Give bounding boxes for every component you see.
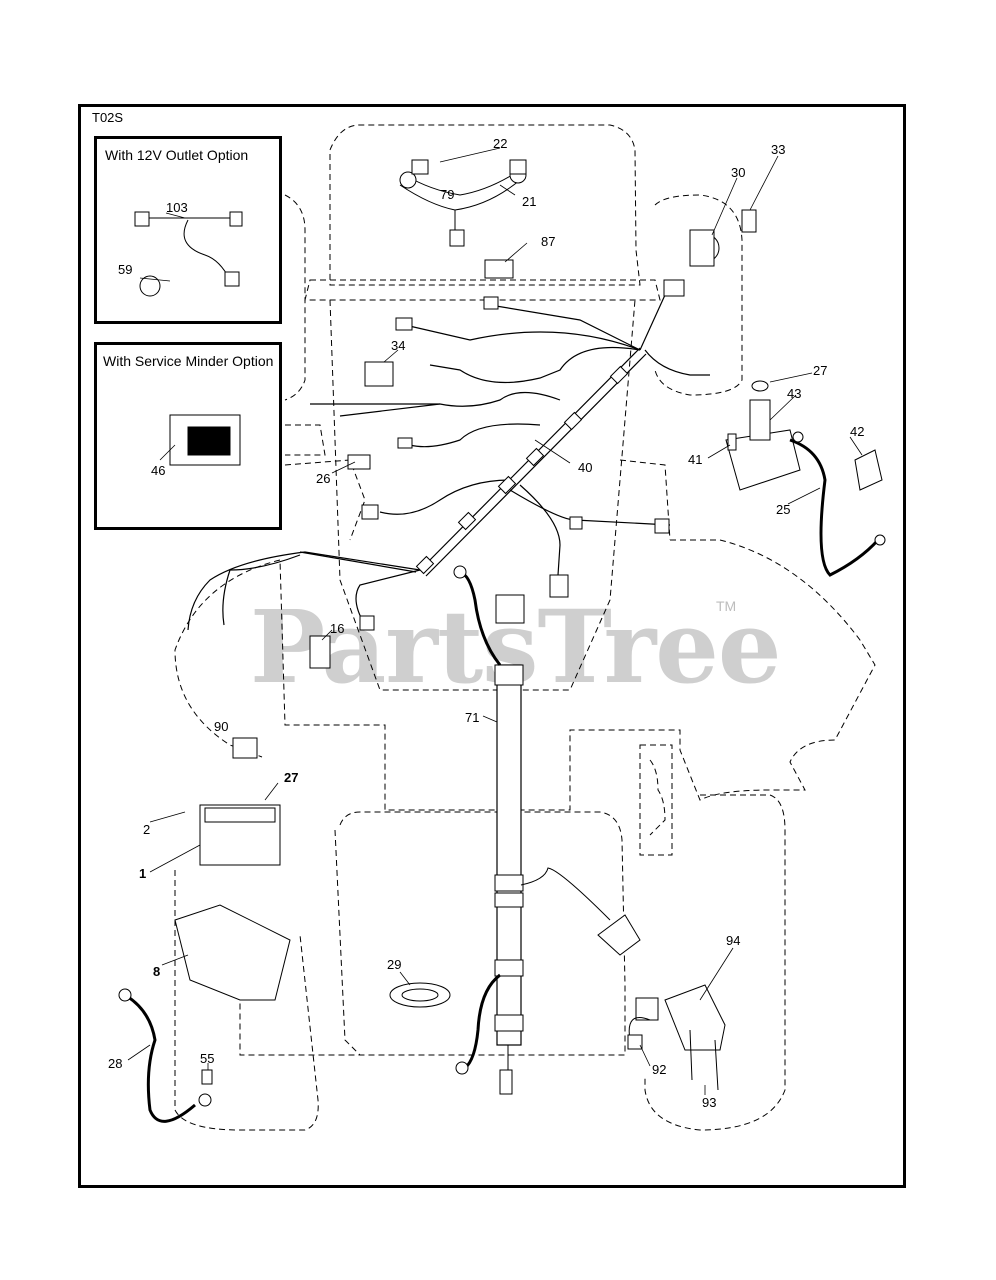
label-55: 55 bbox=[200, 1051, 215, 1066]
label-28: 28 bbox=[108, 1056, 123, 1071]
diagram-frame bbox=[78, 104, 906, 1188]
label-103: 103 bbox=[166, 200, 188, 215]
label-59: 59 bbox=[118, 262, 133, 277]
label-16: 16 bbox=[330, 621, 345, 636]
label-93: 93 bbox=[702, 1095, 717, 1110]
label-43: 43 bbox=[787, 386, 802, 401]
label-26: 26 bbox=[316, 471, 331, 486]
inset-service-minder: With Service Minder Option bbox=[94, 342, 282, 530]
label-92: 92 bbox=[652, 1062, 667, 1077]
label-87: 87 bbox=[541, 234, 556, 249]
label-71: 71 bbox=[465, 710, 480, 725]
label-1: 1 bbox=[139, 866, 147, 881]
label-22: 22 bbox=[493, 136, 508, 151]
label-46: 46 bbox=[151, 463, 166, 478]
label-40: 40 bbox=[578, 460, 593, 475]
label-90: 90 bbox=[214, 719, 229, 734]
label-21: 21 bbox=[522, 194, 537, 209]
watermark-tm: TM bbox=[716, 598, 737, 614]
inset-12v-outlet: With 12V Outlet Option bbox=[94, 136, 282, 324]
label-2: 2 bbox=[143, 822, 151, 837]
label-34: 34 bbox=[391, 338, 406, 353]
wire-harness bbox=[187, 294, 710, 631]
label-41: 41 bbox=[688, 452, 703, 467]
label-25: 25 bbox=[776, 502, 791, 517]
label-94: 94 bbox=[726, 933, 741, 948]
leader-lines bbox=[127, 147, 863, 1095]
label-42: 42 bbox=[850, 424, 865, 439]
label-8: 8 bbox=[153, 964, 161, 979]
components bbox=[118, 159, 886, 1123]
label-27a: 27 bbox=[813, 363, 828, 378]
tractor-outline bbox=[174, 124, 876, 1131]
label-30: 30 bbox=[731, 165, 746, 180]
diagram-code: T02S bbox=[92, 110, 124, 125]
label-79: 79 bbox=[440, 187, 455, 202]
label-33: 33 bbox=[771, 142, 786, 157]
label-29: 29 bbox=[387, 957, 402, 972]
label-27b: 27 bbox=[284, 770, 299, 785]
harness-clips bbox=[359, 279, 685, 631]
main-cable-71 bbox=[453, 565, 641, 1095]
inset-12v-outlet-title: With 12V Outlet Option bbox=[105, 147, 249, 163]
inset-service-minder-title: With Service Minder Option bbox=[103, 353, 274, 369]
